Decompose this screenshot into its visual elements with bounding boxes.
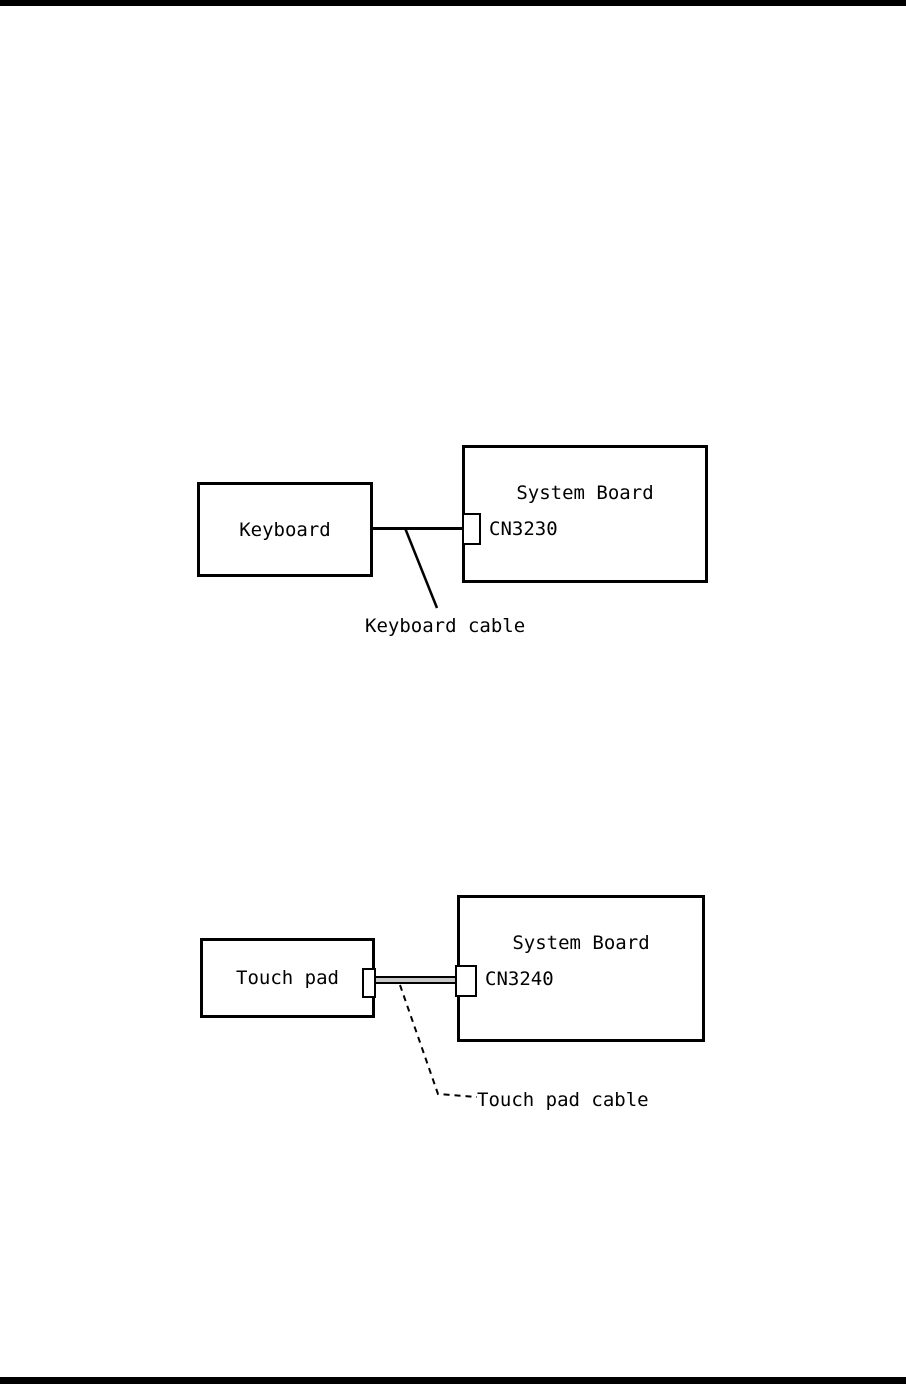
system-board-label-touchpad: System Board (512, 932, 650, 954)
touchpad-box: Touch pad (200, 938, 375, 1018)
keyboard-cable-line (373, 527, 462, 530)
connector-cn3240 (455, 965, 477, 997)
system-board-label-keyboard: System Board (516, 482, 654, 504)
touchpad-cable-label: Touch pad cable (477, 1089, 649, 1111)
connector-cn3230-label: CN3230 (489, 518, 558, 540)
touchpad-ribbon-cable (376, 976, 455, 984)
system-board-box-keyboard: System Board (462, 445, 708, 583)
page-top-rule (0, 0, 906, 6)
page-bottom-rule (0, 1377, 906, 1384)
keyboard-box-label: Keyboard (239, 518, 331, 541)
keyboard-cable-leader-line (403, 527, 439, 609)
touchpad-side-connector (362, 968, 376, 998)
connector-cn3240-label: CN3240 (485, 968, 554, 990)
keyboard-cable-label: Keyboard cable (365, 615, 526, 637)
keyboard-box: Keyboard (197, 482, 373, 577)
touchpad-box-label: Touch pad (236, 967, 339, 989)
system-board-box-touchpad: System Board (457, 895, 705, 1042)
connector-cn3230 (462, 513, 481, 545)
